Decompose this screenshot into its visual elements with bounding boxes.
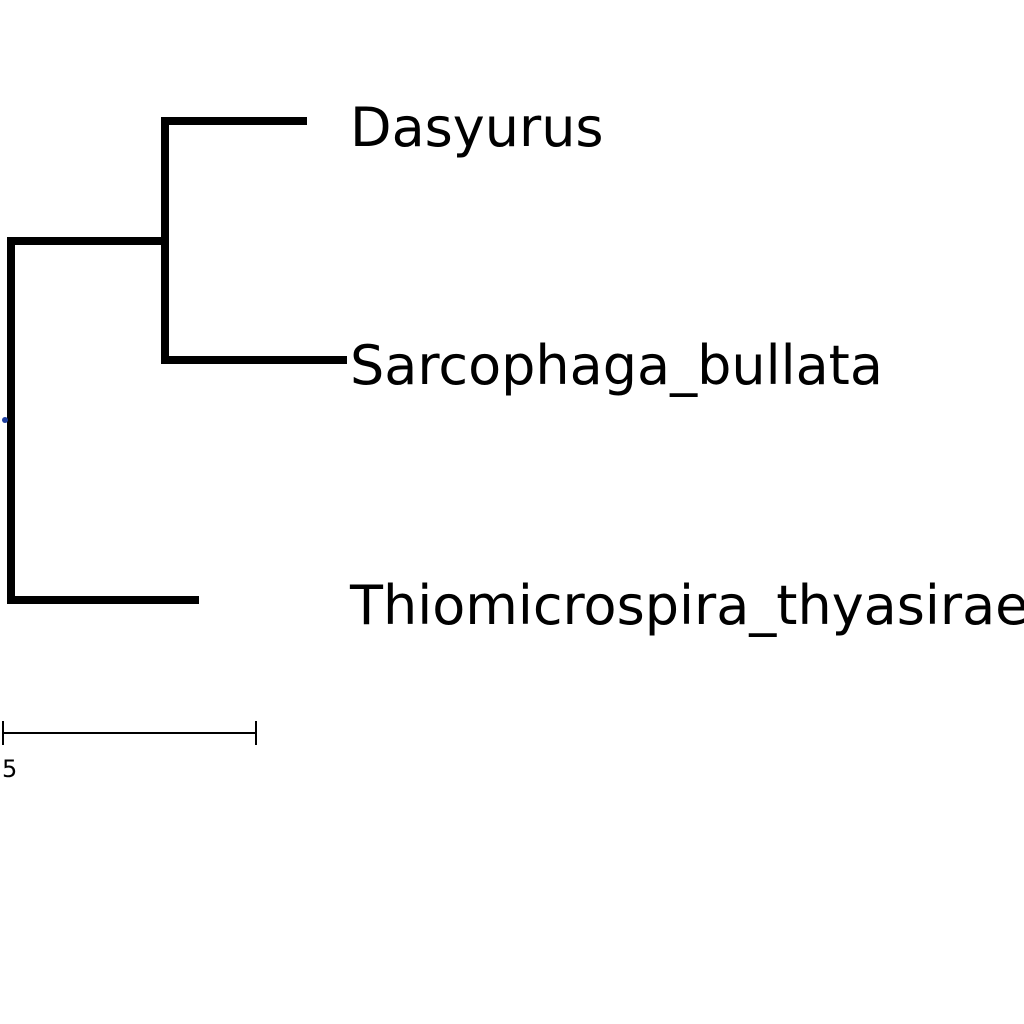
- scale-bar: 5: [2, 721, 257, 783]
- leaf-label-thiomicrospira-thyasirae: Thiomicrospira_thyasirae: [349, 574, 1024, 637]
- scale-bar-label: 5: [2, 755, 17, 783]
- root-node-marker: [2, 417, 8, 423]
- leaf-label-sarcophaga-bullata: Sarcophaga_bullata: [350, 334, 883, 397]
- leaf-label-dasyurus: Dasyurus: [350, 96, 604, 159]
